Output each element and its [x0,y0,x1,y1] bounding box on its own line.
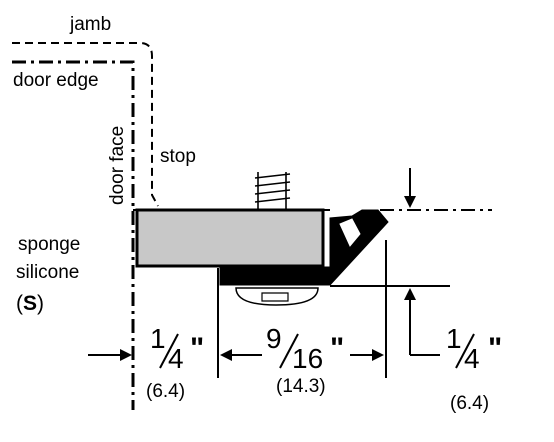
svg-text:16: 16 [292,343,323,374]
right-dimension-label: 1 4 " (6.4) [446,323,502,414]
left-dimension-label: 1 4 " (6.4) [146,323,204,402]
door-face-label: door face [107,126,128,205]
door-edge-label: door edge [13,70,99,91]
sponge-label: sponge [18,234,80,255]
right-metric-label: (6.4) [450,393,489,414]
svg-text:": " [190,332,204,365]
right-dimension-arrows [404,168,440,356]
svg-text:1: 1 [150,323,166,354]
left-dimension-arrow [88,349,132,361]
jamb-outline [12,42,159,207]
middle-metric-label: (14.3) [276,376,326,397]
silicone-label: silicone [16,262,79,283]
svg-text:": " [330,332,344,365]
sponge-silicone-block [135,208,325,268]
screw-icon [254,172,291,210]
svg-text:9: 9 [266,323,282,354]
middle-dimension-arrows [220,349,384,361]
svg-text:4: 4 [168,343,184,374]
jamb-label: jamb [69,14,111,35]
material-code: (S) [16,292,44,315]
svg-text:": " [488,332,502,365]
seal-bulb [339,218,361,247]
stop-label: stop [160,146,196,167]
middle-dimension-label: 9 16 " (14.3) [266,323,344,397]
svg-text:1: 1 [446,323,462,354]
left-metric-label: (6.4) [146,381,185,402]
door-edge-line [12,60,135,410]
svg-text:4: 4 [464,343,480,374]
